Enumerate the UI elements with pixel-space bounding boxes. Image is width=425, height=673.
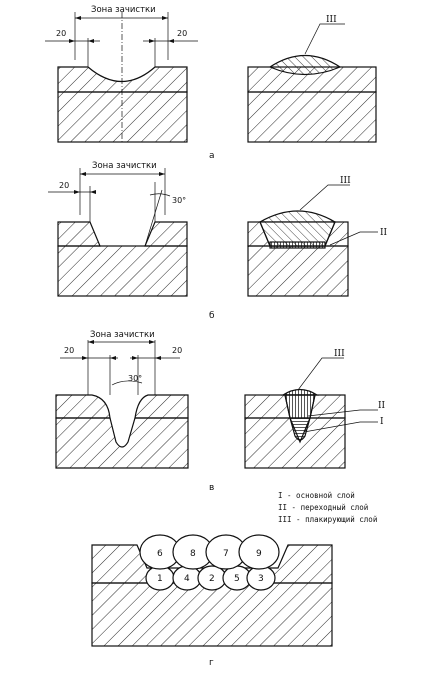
dim-v-right: 20 xyxy=(172,346,182,355)
legend-item-II: II - переходный слой xyxy=(278,503,368,512)
bead-7: 7 xyxy=(223,549,229,559)
bead-4: 4 xyxy=(184,574,190,584)
caption-g: г xyxy=(209,658,214,668)
caption-a: а xyxy=(209,151,215,161)
panel-b-right: III II xyxy=(247,176,388,297)
dim-a-left: 20 xyxy=(56,29,66,38)
layer-label-v-I: I xyxy=(380,417,384,427)
angle-b: 30° xyxy=(172,196,186,205)
zone-label-b: Зона зачистки xyxy=(92,161,157,171)
bead-8: 8 xyxy=(190,549,196,559)
legend: I - основной слой II - переходный слой I… xyxy=(278,491,377,524)
panel-v-right: III II I xyxy=(244,349,386,469)
angle-v: 30° xyxy=(128,374,142,383)
dim-v-left: 20 xyxy=(64,346,74,355)
zone-label-a: Зона зачистки xyxy=(91,5,156,15)
zone-label-v: Зона зачистки xyxy=(90,330,155,340)
bead-3: 3 xyxy=(258,574,264,584)
panel-v: Зона зачистки 20 20 30° III II I в xyxy=(55,330,386,493)
bead-9: 9 xyxy=(256,549,262,559)
layer-label-v-II: II xyxy=(378,401,386,411)
panel-b-left: Зона зачистки 20 30° xyxy=(48,161,188,297)
panel-a: Зона зачистки 20 20 III а xyxy=(45,5,377,161)
panel-v-left: Зона зачистки 20 20 30° xyxy=(55,330,189,469)
upper-beads: 6 8 7 9 xyxy=(139,534,280,570)
bead-5: 5 xyxy=(234,574,240,584)
layer-label-b-II: II xyxy=(380,228,388,238)
dim-b-left: 20 xyxy=(59,181,69,190)
panel-g: 1 4 2 5 3 6 8 7 9 г xyxy=(91,534,333,668)
bead-2: 2 xyxy=(209,574,215,584)
layer-label-a-III: III xyxy=(326,15,337,25)
bead-1: 1 xyxy=(157,574,163,584)
panel-b: Зона зачистки 20 30° III II б xyxy=(48,161,388,321)
layer-label-v-III: III xyxy=(334,349,345,359)
legend-item-I: I - основной слой xyxy=(278,491,355,500)
legend-item-III: III - плакирующий слой xyxy=(278,515,377,524)
caption-v: в xyxy=(209,483,214,493)
panel-a-right: III xyxy=(247,15,377,143)
dim-a-right: 20 xyxy=(177,29,187,38)
layer-label-b-III: III xyxy=(340,176,351,186)
caption-b: б xyxy=(209,311,215,321)
bead-6: 6 xyxy=(157,549,163,559)
lower-beads: 1 4 2 5 3 xyxy=(145,565,276,591)
panel-a-left: Зона зачистки 20 20 xyxy=(45,5,198,143)
